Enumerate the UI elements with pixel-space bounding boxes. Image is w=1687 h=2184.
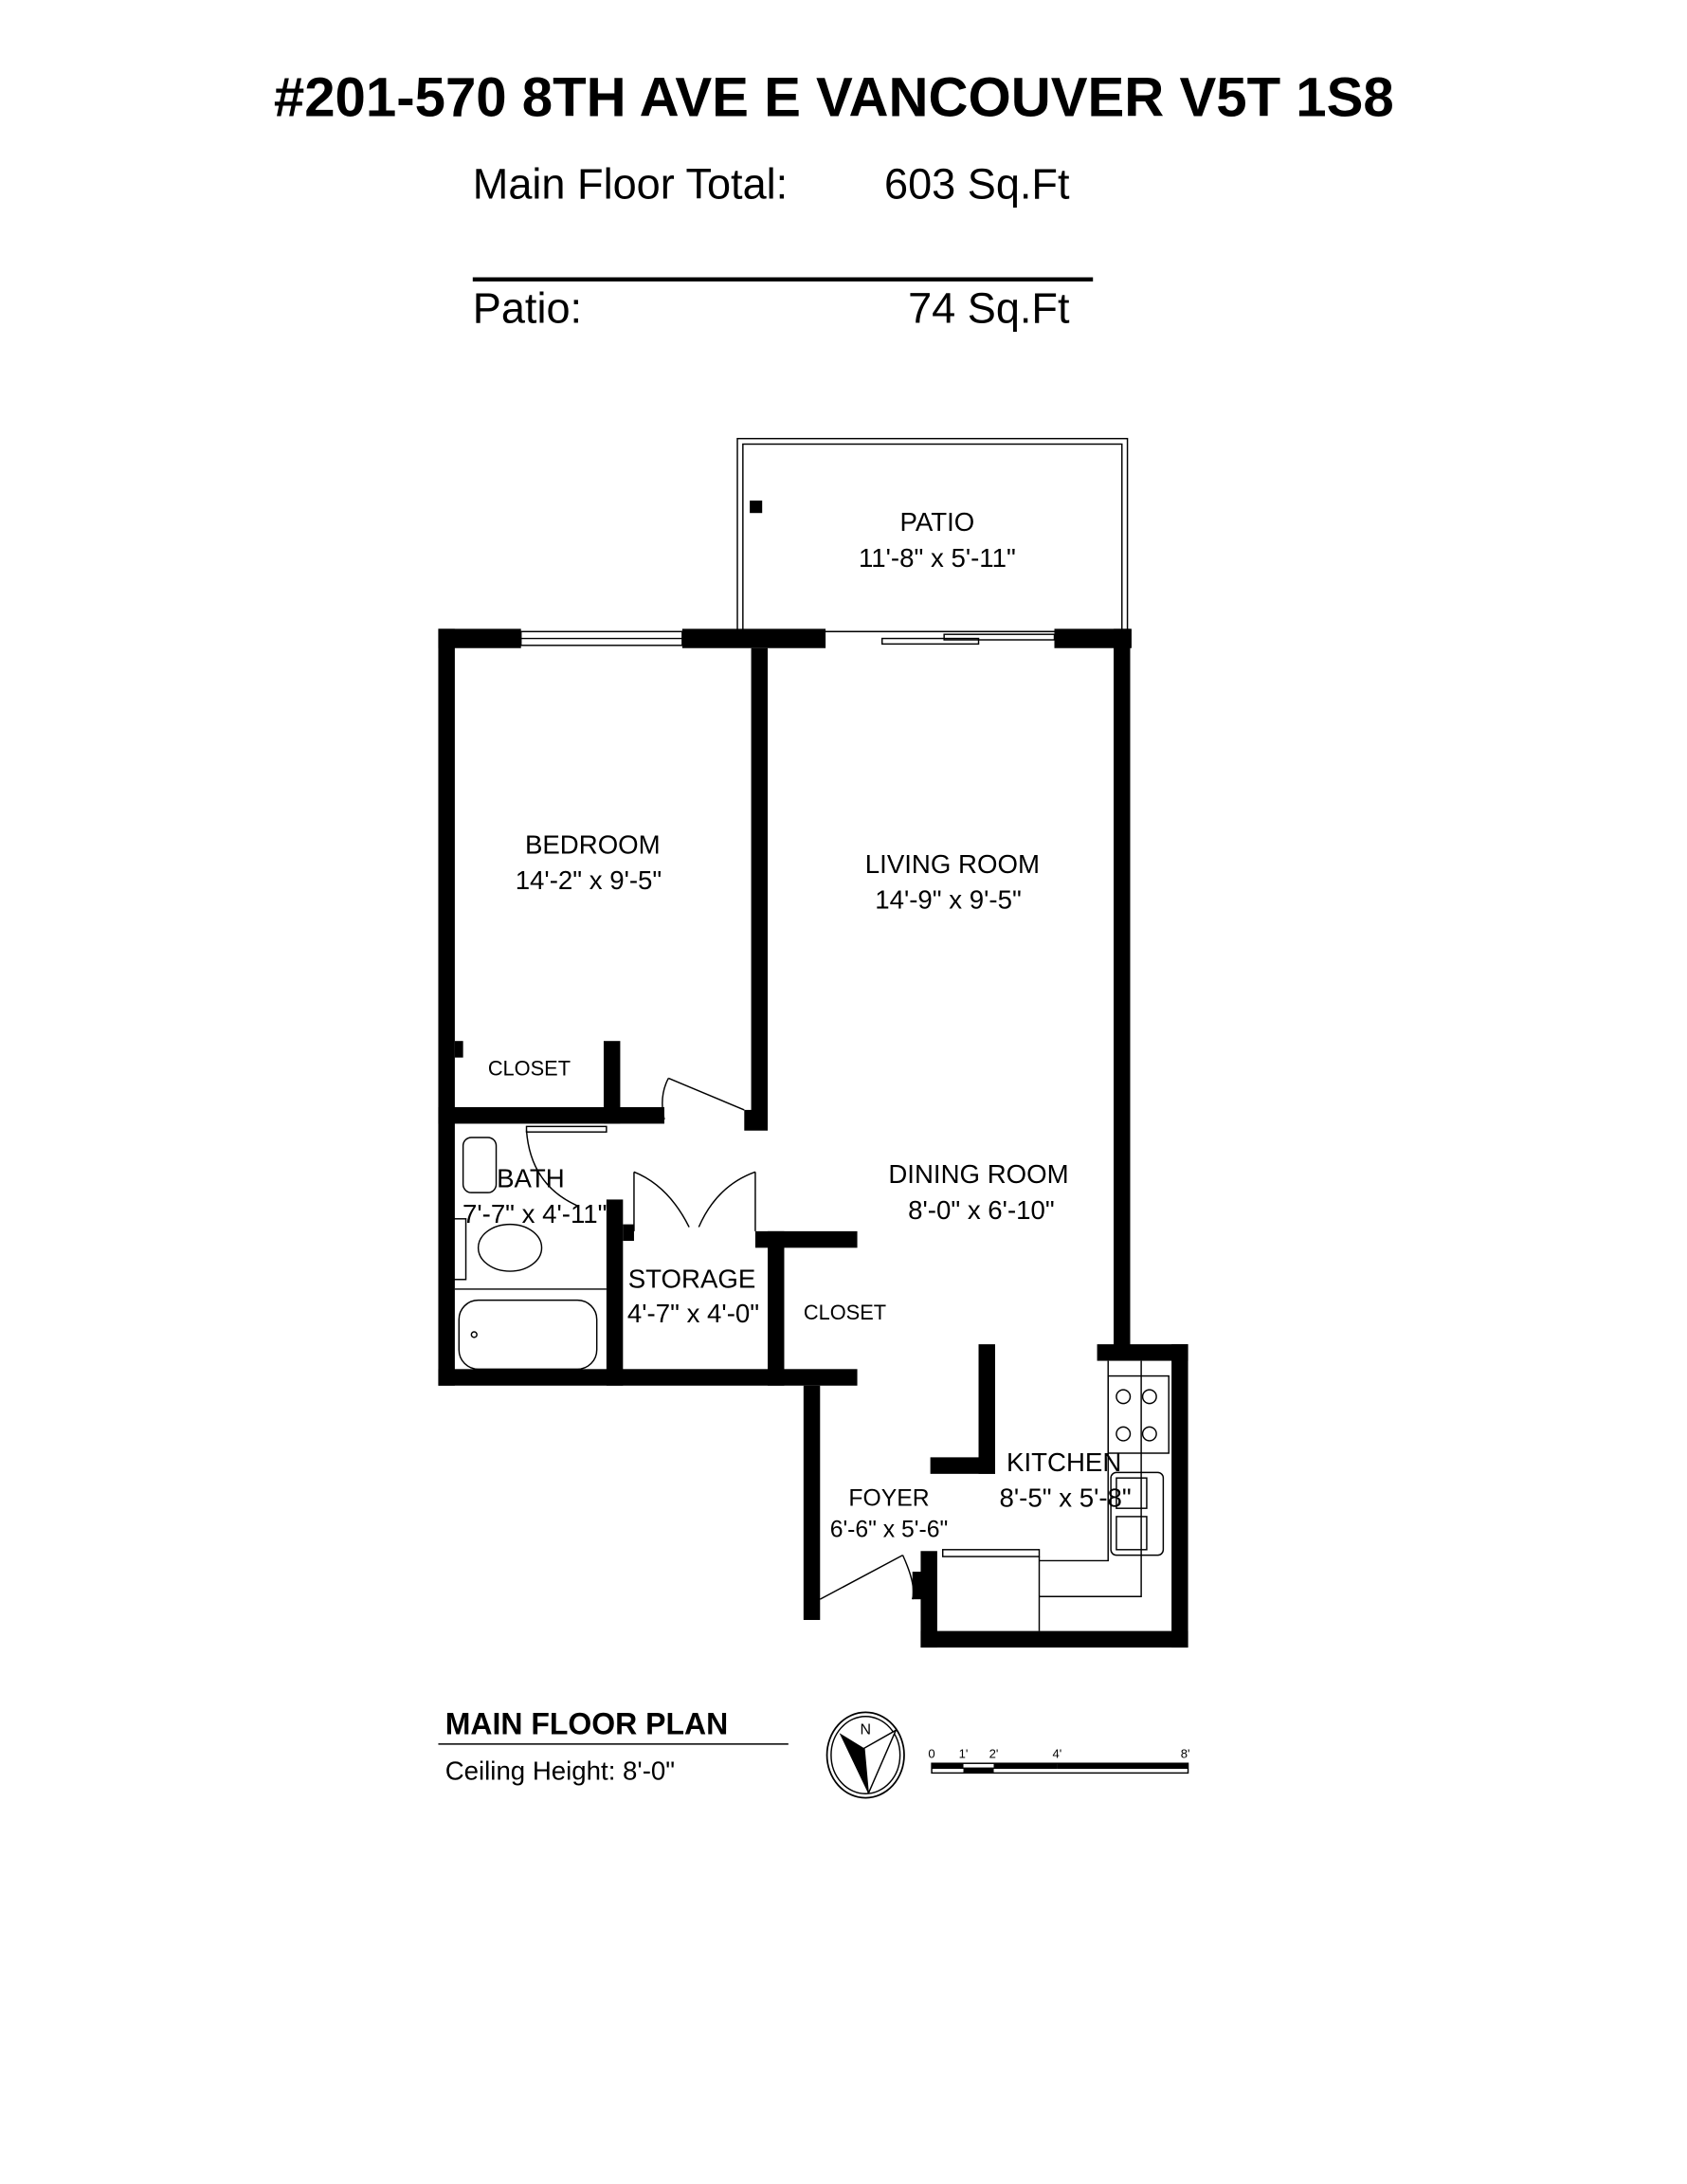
- patio-outline: [736, 437, 1129, 633]
- room-living-name: LIVING ROOM: [865, 849, 1040, 879]
- room-bath-name: BATH: [497, 1163, 565, 1192]
- page-title: #201-570 8TH AVE E VANCOUVER V5T 1S8: [274, 66, 1394, 128]
- scale-tick-2: 2': [989, 1746, 999, 1760]
- walls: [438, 628, 1188, 1648]
- patio-label: Patio:: [473, 284, 582, 333]
- svg-text:N: N: [860, 1722, 871, 1738]
- room-foyer-dims: 6'-6" x 5'-6": [830, 1518, 949, 1543]
- total-divider: [472, 277, 1094, 282]
- ceiling-height: Ceiling Height: 8'-0": [445, 1756, 675, 1786]
- room-closet-name: CLOSET: [804, 1301, 886, 1324]
- room-bath-dims: 7'-7" x 4'-11": [463, 1199, 608, 1228]
- main-floor-label: Main Floor Total:: [473, 160, 788, 209]
- main-floor-value: 603 Sq.Ft: [884, 160, 1070, 209]
- fixtures: [451, 630, 1170, 1631]
- room-bedroom-dims: 14'-2" x 9'-5": [516, 865, 662, 895]
- scale-tick-8: 8': [1181, 1746, 1190, 1760]
- plan-title: MAIN FLOOR PLAN: [445, 1707, 729, 1741]
- scale-tick-0: 0: [928, 1746, 934, 1760]
- room-patio-dims: 11'-8" x 5'-11": [859, 543, 1016, 573]
- room-bedroom-name: BEDROOM: [525, 829, 661, 859]
- room-patio-name: PATIO: [899, 507, 974, 537]
- room-kitchen-dims: 8'-5" x 5'-8": [1000, 1483, 1132, 1513]
- room-dining-name: DINING ROOM: [888, 1159, 1068, 1189]
- room-dining-dims: 8'-0" x 6'-10": [908, 1195, 1055, 1225]
- room-kitchen-name: KITCHEN: [1007, 1447, 1121, 1477]
- room-storage-name: STORAGE: [628, 1265, 756, 1294]
- north-compass-icon: N: [825, 1711, 905, 1799]
- room-foyer-name: FOYER: [848, 1485, 929, 1511]
- scale-tick-4: 4': [1053, 1746, 1062, 1760]
- patio-value: 74 Sq.Ft: [908, 284, 1070, 333]
- room-bedroom-closet-name: CLOSET: [488, 1057, 571, 1081]
- room-storage-dims: 4'-7" x 4'-0": [627, 1299, 759, 1328]
- scale-bar: 0 1' 2' 4' 8': [928, 1746, 1190, 1774]
- room-living-dims: 14'-9" x 9'-5": [875, 885, 1022, 915]
- scale-tick-1: 1': [959, 1746, 969, 1760]
